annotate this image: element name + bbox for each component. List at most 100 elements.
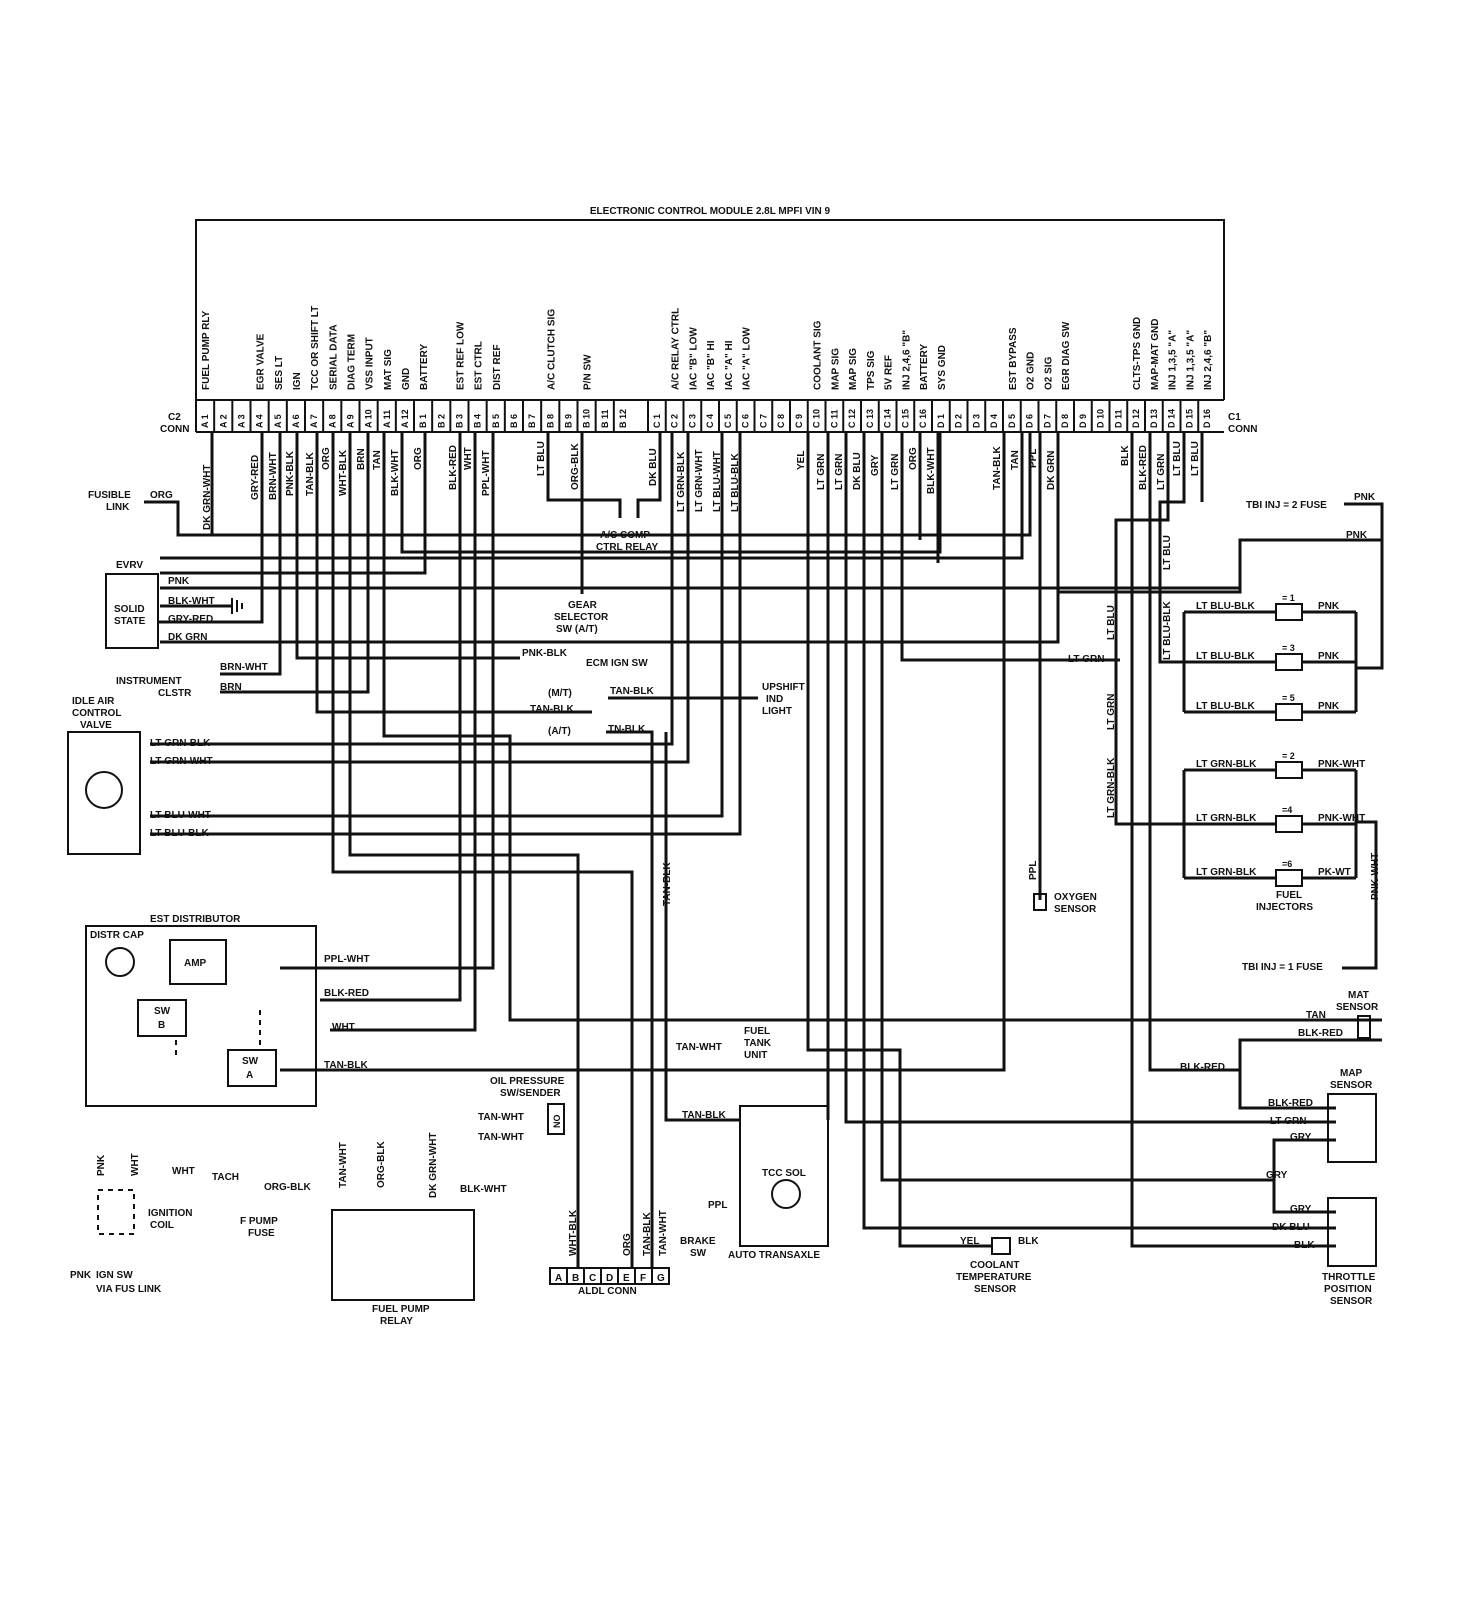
- pin-number: A 6: [291, 414, 301, 428]
- pin-number: D 15: [1184, 409, 1194, 428]
- tbi-pnk-label: PNK: [1346, 530, 1368, 541]
- oxygen-2: SENSOR: [1054, 904, 1097, 915]
- throttle-sensor-2: POSITION: [1324, 1284, 1372, 1295]
- c1-conn-label-1: C1: [1228, 412, 1241, 423]
- injector-wire-out: PNK: [1318, 601, 1340, 612]
- pin-number: B 5: [491, 414, 501, 428]
- pin-function-label: EGR VALVE: [256, 333, 267, 390]
- aldl-pin-letter: B: [572, 1273, 579, 1284]
- ign-sw-2: VIA FUS LINK: [96, 1284, 162, 1295]
- fuel-tank-2: TANK: [744, 1038, 772, 1049]
- pin-function-label: A/C CLUTCH SIG: [546, 309, 557, 390]
- pin-function-label: VSS INPUT: [365, 337, 376, 390]
- wire-a10-label: BRN: [356, 448, 367, 470]
- pin-function-label: SERIAL DATA: [328, 324, 339, 390]
- pin-number: C 16: [918, 409, 928, 428]
- mat-sensor-icon: [1357, 1015, 1371, 1039]
- pin-function-label: EST BYPASS: [1008, 327, 1019, 390]
- wire-c10-label: YEL: [796, 451, 807, 470]
- upshift-1: UPSHIFT: [762, 682, 805, 693]
- wire-c14: [880, 432, 1336, 1214]
- pin-number: D 8: [1060, 414, 1070, 428]
- injector-wire-in: LT BLU-BLK: [1196, 651, 1255, 662]
- amp-label: AMP: [184, 958, 207, 969]
- upshift-wire-1: TAN-BLK: [610, 686, 654, 697]
- pin-function-label: DIST REF: [492, 344, 503, 390]
- pin-function-label: MAT SIG: [383, 349, 394, 390]
- pin-number: C 2: [670, 414, 680, 428]
- pin-function-label: DIAG TERM: [346, 334, 357, 390]
- mat-wire-blk-red: BLK-RED: [1298, 1028, 1343, 1039]
- evrv-label: EVRV: [116, 560, 143, 571]
- pin-number: A 12: [400, 409, 410, 428]
- aldl-wire-tan-wht: TAN-WHT: [658, 1210, 669, 1256]
- aldl-wire-tan-blk: TAN-BLK: [642, 1212, 653, 1256]
- pin-function-label: TPS SIG: [866, 350, 877, 390]
- evrv-box: [105, 573, 159, 649]
- map-gry-path: [1272, 1138, 1336, 1180]
- pin-number: C 13: [865, 409, 875, 428]
- aldl-pin-letter: A: [555, 1273, 562, 1284]
- wire-c12: [844, 432, 1336, 1124]
- fusible-link-wire-path: [144, 500, 427, 575]
- pin-function-label: 5V REF: [884, 355, 895, 390]
- wire-c13-label: DK BLU: [852, 452, 863, 490]
- c1-conn-label-2: CONN: [1228, 424, 1257, 435]
- injector-icon: [1275, 761, 1303, 779]
- tan-blk-long-path: [664, 732, 740, 1122]
- pin-number: D 14: [1167, 409, 1177, 428]
- coolant-1: COOLANT: [970, 1260, 1019, 1271]
- pin-function-label: EST REF LOW: [455, 321, 466, 390]
- pin-function-label: CLTS-TPS GND: [1132, 317, 1143, 390]
- wire-c10: [806, 432, 992, 1248]
- pin-number: D 11: [1113, 409, 1123, 428]
- pin-function-label: O2 GND: [1026, 352, 1037, 390]
- wire-c2: [636, 432, 662, 518]
- wire-c16-label: ORG: [908, 447, 919, 470]
- aldl-pin-letter: F: [640, 1273, 646, 1284]
- sw-a-1: SW: [242, 1056, 259, 1067]
- right-vert-lt-blu-blk: LT BLU-BLK: [1162, 601, 1173, 660]
- wire-d6-label: TAN: [1010, 450, 1021, 470]
- wire-d15-label: LT BLU: [1172, 441, 1183, 476]
- ecm-title: ELECTRONIC CONTROL MODULE 2.8L MPFI VIN …: [590, 206, 831, 217]
- gear-selector-2: SELECTOR: [554, 612, 609, 623]
- injector-icon: [1275, 815, 1303, 833]
- evrv-wire-blk-wht: BLK-WHT: [168, 596, 215, 607]
- oxygen-1: OXYGEN: [1054, 892, 1097, 903]
- pin-number: B 11: [600, 409, 610, 428]
- wire-b5-label: PPL-WHT: [481, 450, 492, 496]
- pin-number: C 15: [900, 409, 910, 428]
- wire-c5-label: LT BLU-WHT: [712, 451, 723, 512]
- pin-number: A 7: [309, 414, 319, 428]
- pin-number: B 10: [582, 409, 592, 428]
- pin-number: C 10: [812, 409, 822, 428]
- pin-number: A 3: [236, 414, 246, 428]
- clstr-wire-brn-wht: BRN-WHT: [220, 662, 268, 673]
- iac-wire-2: LT GRN-WHT: [150, 756, 213, 767]
- injector-icon: [1275, 653, 1303, 671]
- fusible-link-wire: ORG: [150, 490, 173, 501]
- fusible-link-label-2: LINK: [106, 502, 130, 513]
- lt-grn-horiz: LT GRN: [1068, 654, 1104, 665]
- pin-number: D 2: [954, 414, 964, 428]
- fuel-injectors-2: INJECTORS: [1256, 902, 1313, 913]
- wire-d14-label: LT GRN: [1156, 454, 1167, 490]
- mt-label: (M/T): [548, 688, 572, 699]
- pin-number: D 13: [1149, 409, 1159, 428]
- upshift-2: IND: [766, 694, 783, 705]
- pin-function-label: COOLANT SIG: [813, 320, 824, 390]
- map-sensor-2: SENSOR: [1330, 1080, 1373, 1091]
- fuel-injectors-1: FUEL: [1276, 890, 1302, 901]
- aldl-wire-org: ORG: [622, 1233, 633, 1256]
- idle-air-1: IDLE AIR: [72, 696, 115, 707]
- wire-a11-label: TAN: [372, 450, 383, 470]
- dist-wire-wht: WHT: [332, 1022, 355, 1033]
- map-sensor-box: [1327, 1093, 1377, 1163]
- map-wire-gry: GRY: [1290, 1132, 1312, 1143]
- distr-cap-icon: [105, 947, 135, 977]
- pin-number: C 14: [883, 409, 893, 428]
- c2-conn-label-1: C2: [168, 412, 181, 423]
- wire-d7-label: PPL: [1028, 449, 1039, 468]
